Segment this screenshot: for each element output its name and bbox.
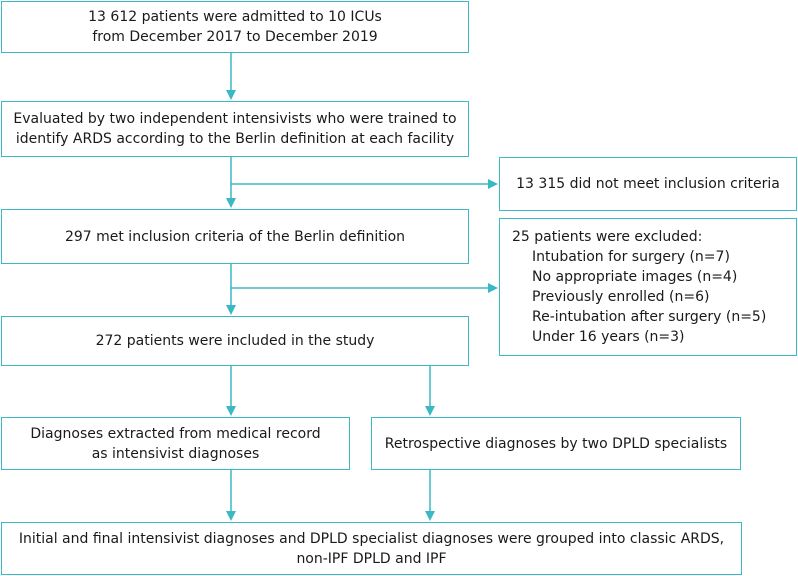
retrospective-diagnoses-box: Retrospective diagnoses by two DPLD spec… <box>371 417 741 470</box>
met-criteria-box: 297 met inclusion criteria of the Berlin… <box>1 209 469 264</box>
retrospective-text: Retrospective diagnoses by two DPLD spec… <box>384 435 728 452</box>
intensivist-line-1: Diagnoses extracted from medical record <box>30 425 321 442</box>
excluded-item: Re-intubation after surgery (n=5) <box>532 309 767 325</box>
intensivist-diagnoses-box: Diagnoses extracted from medical record … <box>1 417 350 470</box>
not-met-text: 13 315 did not meet inclusion criteria <box>516 176 780 192</box>
grouped-line-2: non-IPF DPLD and IPF <box>296 550 447 567</box>
excluded-item: No appropriate images (n=4) <box>532 269 738 285</box>
excluded-box: 25 patients were excluded: Intubation fo… <box>499 218 797 356</box>
admitted-line-2: from December 2017 to December 2019 <box>92 29 378 45</box>
excluded-item: Intubation for surgery (n=7) <box>532 249 730 265</box>
intensivist-line-2: as intensivist diagnoses <box>91 445 260 462</box>
excluded-item: Under 16 years (n=3) <box>532 329 685 345</box>
not-met-box: 13 315 did not meet inclusion criteria <box>499 157 797 211</box>
met-criteria-text: 297 met inclusion criteria of the Berlin… <box>64 228 406 245</box>
grouped-diagnoses-box: Initial and final intensivist diagnoses … <box>1 522 742 575</box>
grouped-line-1: Initial and final intensivist diagnoses … <box>18 530 725 547</box>
admitted-line-1: 13 612 patients were admitted to 10 ICUs <box>88 9 382 25</box>
included-text: 272 patients were included in the study <box>95 333 375 349</box>
excluded-item: Previously enrolled (n=6) <box>532 289 710 305</box>
excluded-list: Intubation for surgery (n=7) No appropri… <box>512 247 766 347</box>
evaluated-line-2: identify ARDS according to the Berlin de… <box>15 131 455 147</box>
included-box: 272 patients were included in the study <box>1 316 469 366</box>
admitted-box: 13 612 patients were admitted to 10 ICUs… <box>1 1 469 53</box>
excluded-heading: 25 patients were excluded: <box>512 229 703 245</box>
evaluated-line-1: Evaluated by two independent intensivist… <box>13 111 457 127</box>
evaluated-box: Evaluated by two independent intensivist… <box>1 101 469 157</box>
